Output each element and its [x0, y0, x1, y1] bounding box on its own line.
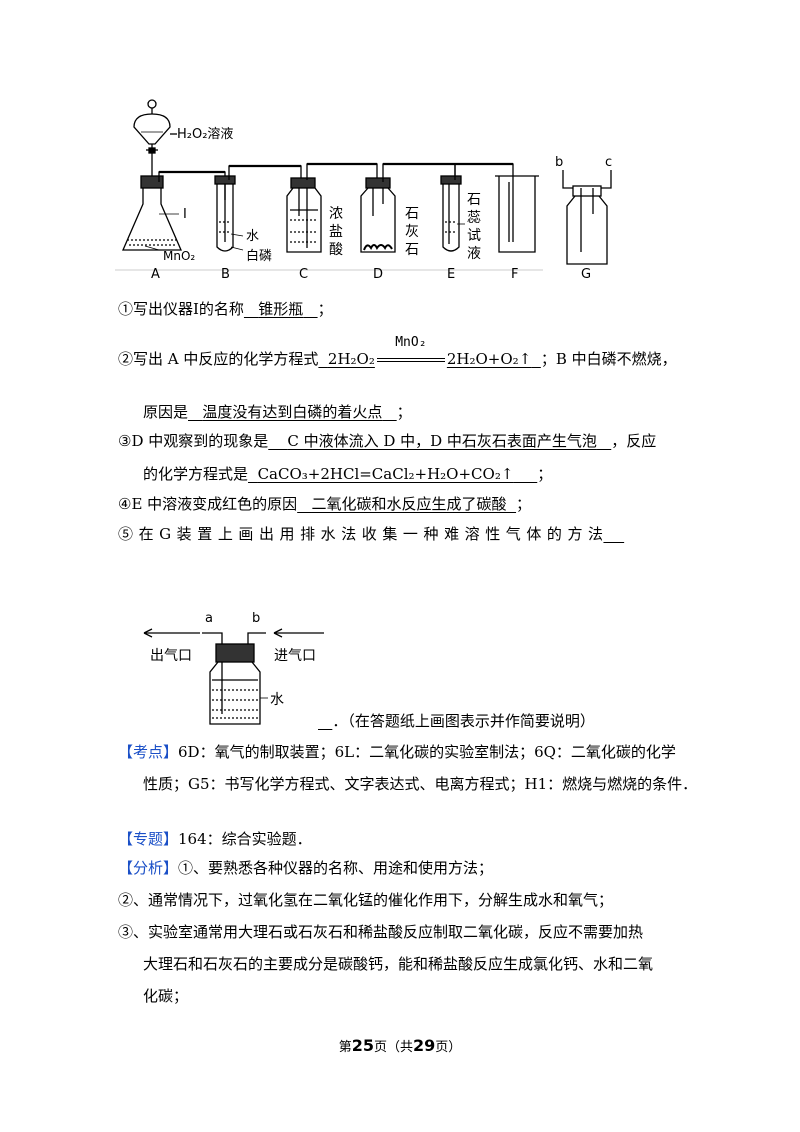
fig2-label-b: b: [252, 611, 260, 626]
total-pages: 29: [413, 1036, 436, 1055]
drainage-figure: a b 出气口 进气口 水: [143, 611, 324, 725]
label-b: b: [555, 155, 563, 170]
q1-answer: 锥形瓶: [258, 300, 304, 318]
fenxi-line3: ③、实验室通常用大理石或石灰石和稀盐酸反应制取二氧化碳，反应不需要加热: [118, 923, 644, 941]
letter-G: G: [581, 267, 591, 282]
mno2-label: MnO₂: [163, 249, 195, 263]
zhuanti-tag: 【专题】: [118, 830, 179, 848]
letter-C: C: [299, 267, 308, 282]
q4-line: ④E 中溶液变成红色的原因 二氧化碳和水反应生成了碳酸 ；: [118, 495, 532, 513]
q2-reason-line: 原因是 温度没有达到白磷的着火点 ；: [143, 403, 412, 421]
fenxi-line5: 化碳；: [143, 987, 189, 1005]
fig2-label-a: a: [205, 611, 213, 626]
page-number: 25: [351, 1036, 374, 1055]
h2o2-label: H₂O₂溶液: [177, 127, 233, 142]
q3-equation-line: 的化学方程式是 CaCO₃+2HCl=CaCl₂+H₂O+CO₂↑ ；: [143, 465, 553, 483]
shirui-1: 蕊: [467, 210, 481, 226]
water-label-2: 水: [270, 692, 284, 708]
letter-D: D: [373, 267, 383, 282]
nongyansuan-0: 浓: [329, 206, 343, 222]
label-I: I: [183, 207, 187, 222]
water-label: 水: [246, 229, 259, 244]
page-footer: 第25页（共29页）: [338, 1036, 462, 1055]
nongyansuan-1: 盐: [329, 224, 343, 240]
q3-line: ③D 中观察到的现象是 C 中液体流入 D 中，D 中石灰石表面产生气泡 ，反应: [118, 432, 657, 450]
q5-note: ．（在答题纸上画图表示并作简要说明）: [332, 712, 595, 730]
apparatus-figure: H₂O₂溶液 I MnO₂ 水 白磷 浓 盐 酸 石 灰 石 石 蕊 试 液 b…: [115, 99, 612, 282]
shirui-2: 试: [467, 228, 481, 244]
letter-F: F: [511, 267, 518, 282]
bailin-label: 白磷: [246, 248, 272, 264]
q5-line: ⑤ 在 G 装 置 上 画 出 用 排 水 法 收 集 一 种 难 溶 性 气 …: [118, 525, 604, 543]
fenxi-tag: 【分析】: [118, 859, 179, 877]
fenxi-line1: 【分析】①、要熟悉各种仪器的名称、用途和使用方法；: [118, 859, 494, 877]
inlet-label: 进气口: [274, 648, 316, 664]
kaodian-line1: 【考点】6D：氧气的制取装置；6L：二氧化碳的实验室制法；6Q：二氧化碳的化学: [118, 743, 676, 761]
kaodian-tag: 【考点】: [118, 743, 179, 761]
shihuishi-1: 灰: [405, 224, 419, 240]
catalyst-label: MnO₂: [395, 335, 427, 350]
shirui-0: 石: [467, 192, 481, 208]
zhuanti-line: 【专题】164：综合实验题．: [118, 830, 312, 848]
outlet-label: 出气口: [150, 648, 192, 664]
fenxi-line2: ②、通常情况下，过氧化氢在二氧化锰的催化作用下，分解生成水和氧气；: [118, 891, 614, 909]
q1-line: ①写出仪器Ⅰ的名称 锥形瓶 ；: [118, 300, 333, 318]
letter-A: A: [151, 267, 160, 282]
shirui-3: 液: [467, 246, 481, 262]
q3-answer: C 中液体流入 D 中，D 中石灰石表面产生气泡: [287, 432, 597, 450]
q2-reason-answer: 温度没有达到白磷的着火点: [202, 403, 383, 421]
letter-B: B: [221, 267, 230, 282]
kaodian-line2: 性质；G5：书写化学方程式、文字表达式、电离方程式；H1：燃烧与燃烧的条件．: [143, 775, 698, 793]
label-c: c: [605, 155, 612, 170]
letter-E: E: [447, 267, 455, 282]
nongyansuan-2: 酸: [329, 242, 343, 258]
fenxi-line4: 大理石和石灰石的主要成分是碳酸钙，能和稀盐酸反应生成氯化钙、水和二氧: [143, 955, 654, 973]
q4-answer: 二氧化碳和水反应生成了碳酸: [311, 495, 507, 513]
shihuishi-2: 石: [405, 242, 419, 258]
shihuishi-0: 石: [405, 206, 419, 222]
q3-equation: CaCO₃+2HCl=CaCl₂+H₂O+CO₂↑: [257, 465, 514, 483]
